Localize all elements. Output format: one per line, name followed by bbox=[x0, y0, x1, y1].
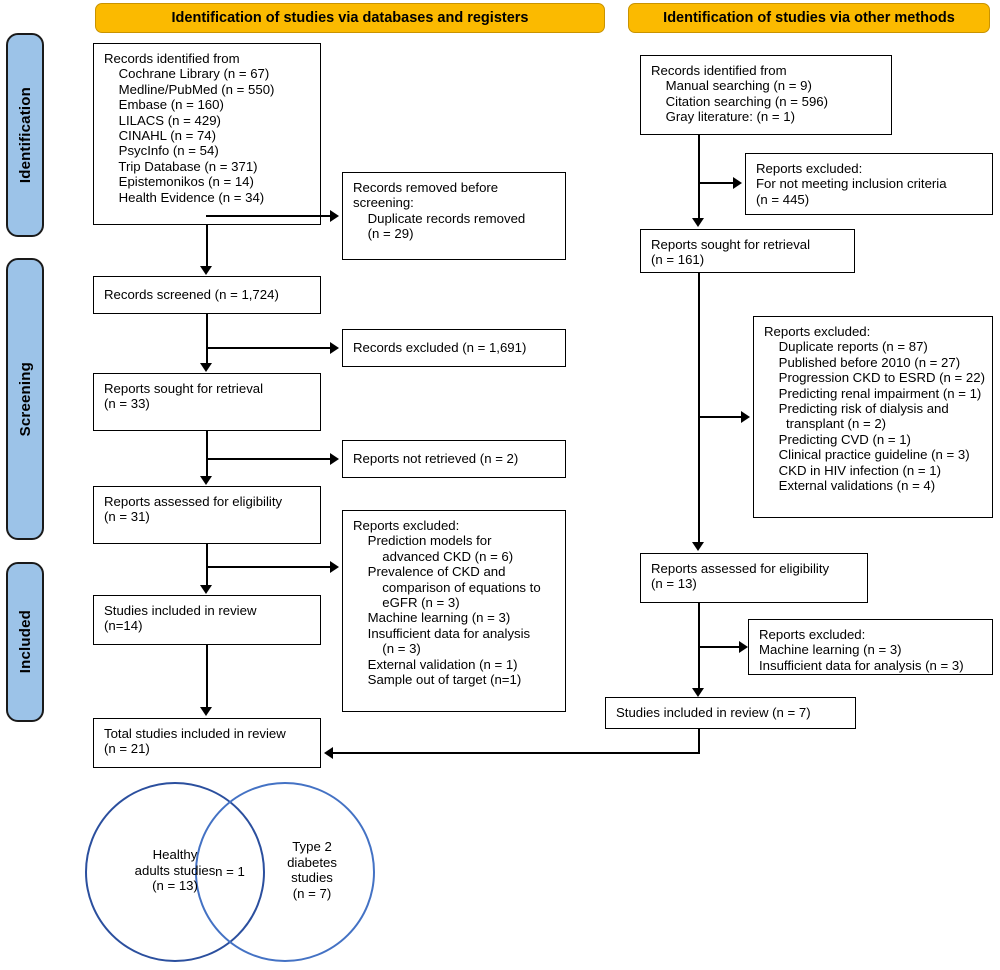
venn-label-type2-diabetes: Type 2 diabetes studies (n = 7) bbox=[287, 839, 337, 901]
arrowhead-left-2 bbox=[200, 363, 212, 372]
venn-circle-healthy-adults bbox=[85, 782, 265, 962]
box-reports-sought-retrieval-right: Reports sought for retrieval (n = 161) bbox=[640, 229, 855, 273]
connector-right-criteria bbox=[698, 182, 734, 184]
box-studies-included-review-left: Studies included in review (n=14) bbox=[93, 595, 321, 645]
stage-screening: Screening bbox=[6, 258, 44, 540]
box-reports-excluded-criteria: Reports excluded: For not meeting inclus… bbox=[745, 153, 993, 215]
connector-right-excluded2 bbox=[698, 646, 740, 648]
box-reports-excluded-right: Reports excluded: Duplicate reports (n =… bbox=[753, 316, 993, 518]
arrowhead-left-reportsexcluded bbox=[330, 561, 339, 573]
arrowhead-right-2 bbox=[692, 542, 704, 551]
stage-included: Included bbox=[6, 562, 44, 722]
box-studies-included-review-right: Studies included in review (n = 7) bbox=[605, 697, 856, 729]
connector-left-notretrieved bbox=[206, 458, 331, 460]
connector-left-2 bbox=[206, 314, 208, 364]
connector-left-removed bbox=[206, 215, 331, 217]
connector-elbow-vertical bbox=[698, 729, 700, 754]
stage-included-label: Included bbox=[16, 610, 34, 674]
box-total-studies-included: Total studies included in review (n = 21… bbox=[93, 718, 321, 768]
connector-right-2 bbox=[698, 273, 700, 543]
connector-right-excluded bbox=[698, 416, 742, 418]
arrowhead-right-excluded bbox=[741, 411, 750, 423]
venn-diagram: Healthy adults studies (n = 13) n = 1 Ty… bbox=[60, 780, 400, 965]
arrowhead-left-excluded bbox=[330, 342, 339, 354]
box-reports-not-retrieved: Reports not retrieved (n = 2) bbox=[342, 440, 566, 478]
venn-circle-type2-diabetes bbox=[195, 782, 375, 962]
arrowhead-right-excluded2 bbox=[739, 641, 748, 653]
arrowhead-right-criteria bbox=[733, 177, 742, 189]
stage-identification: Identification bbox=[6, 33, 44, 237]
venn-label-overlap: n = 1 bbox=[215, 864, 245, 879]
arrowhead-total-included bbox=[324, 747, 333, 759]
box-records-identified-other: Records identified from Manual searching… bbox=[640, 55, 892, 135]
stage-screening-label: Screening bbox=[16, 361, 34, 437]
arrowhead-left-4 bbox=[200, 585, 212, 594]
connector-left-reportsexcluded bbox=[206, 566, 331, 568]
arrowhead-left-notretrieved bbox=[330, 453, 339, 465]
connector-left-excluded bbox=[206, 347, 331, 349]
connector-right-1 bbox=[698, 135, 700, 219]
connector-left-1 bbox=[206, 225, 208, 267]
connector-elbow-horizontal bbox=[333, 752, 700, 754]
arrowhead-left-5 bbox=[200, 707, 212, 716]
arrowhead-left-removed bbox=[330, 210, 339, 222]
box-reports-assessed-eligibility-right: Reports assessed for eligibility (n = 13… bbox=[640, 553, 868, 603]
connector-left-3 bbox=[206, 431, 208, 477]
arrowhead-left-1 bbox=[200, 266, 212, 275]
box-reports-excluded-right-2: Reports excluded: Machine learning (n = … bbox=[748, 619, 993, 675]
box-records-excluded: Records excluded (n = 1,691) bbox=[342, 329, 566, 367]
box-reports-excluded-left: Reports excluded: Prediction models for … bbox=[342, 510, 566, 712]
box-records-screened: Records screened (n = 1,724) bbox=[93, 276, 321, 314]
header-other-methods: Identification of studies via other meth… bbox=[628, 3, 990, 33]
venn-svg bbox=[85, 782, 375, 962]
box-records-removed-before-screening: Records removed before screening: Duplic… bbox=[342, 172, 566, 260]
box-records-identified-databases: Records identified from Cochrane Library… bbox=[93, 43, 321, 225]
arrowhead-left-3 bbox=[200, 476, 212, 485]
box-reports-sought-retrieval-left: Reports sought for retrieval (n = 33) bbox=[93, 373, 321, 431]
stage-identification-label: Identification bbox=[16, 86, 34, 184]
arrowhead-right-1 bbox=[692, 218, 704, 227]
box-reports-assessed-eligibility-left: Reports assessed for eligibility (n = 31… bbox=[93, 486, 321, 544]
venn-label-healthy-adults: Healthy adults studies (n = 13) bbox=[134, 847, 216, 894]
connector-left-4 bbox=[206, 544, 208, 586]
arrowhead-right-3 bbox=[692, 688, 704, 697]
connector-left-5 bbox=[206, 645, 208, 708]
header-databases-registers: Identification of studies via databases … bbox=[95, 3, 605, 33]
